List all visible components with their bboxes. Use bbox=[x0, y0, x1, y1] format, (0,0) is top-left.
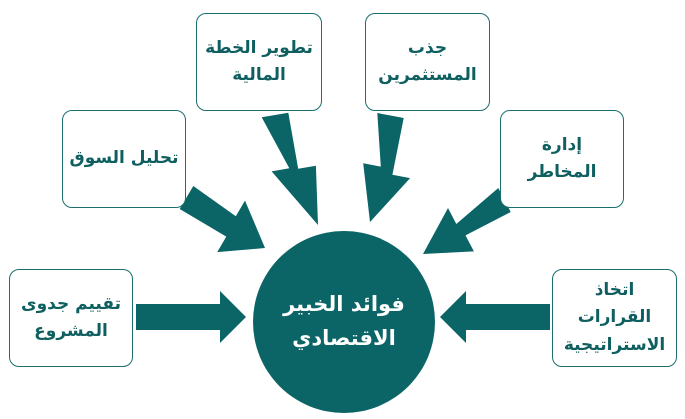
benefit-box-feasibility: تقييم جدوى المشروع bbox=[9, 269, 133, 367]
arrow-risk bbox=[423, 188, 511, 254]
benefit-box-market: تحليل السوق bbox=[62, 110, 186, 208]
benefit-box-investors: جذب المستثمرين bbox=[365, 13, 490, 111]
arrow-market bbox=[179, 186, 265, 253]
arrow-feasibility bbox=[136, 291, 246, 343]
arrow-decisions bbox=[440, 291, 550, 343]
benefit-label: اتخاذ القرارات الاستراتيجية bbox=[563, 280, 666, 355]
center-title: فوائد الخبير الاقتصادي bbox=[283, 292, 405, 350]
benefit-label: إدارة المخاطر bbox=[527, 134, 597, 182]
benefit-box-finance-plan: تطوير الخطة المالية bbox=[196, 13, 322, 111]
benefit-label: تطوير الخطة المالية bbox=[205, 37, 313, 85]
benefit-label: تقييم جدوى المشروع bbox=[21, 293, 121, 341]
arrow-finance-plan bbox=[261, 112, 318, 225]
benefit-box-decisions: اتخاذ القرارات الاستراتيجية bbox=[552, 269, 677, 367]
benefit-label: جذب المستثمرين bbox=[378, 37, 477, 85]
center-circle: فوائد الخبير الاقتصادي bbox=[253, 231, 435, 413]
arrow-investors bbox=[363, 113, 411, 222]
benefit-label: تحليل السوق bbox=[69, 148, 179, 169]
benefit-box-risk: إدارة المخاطر bbox=[500, 110, 624, 208]
